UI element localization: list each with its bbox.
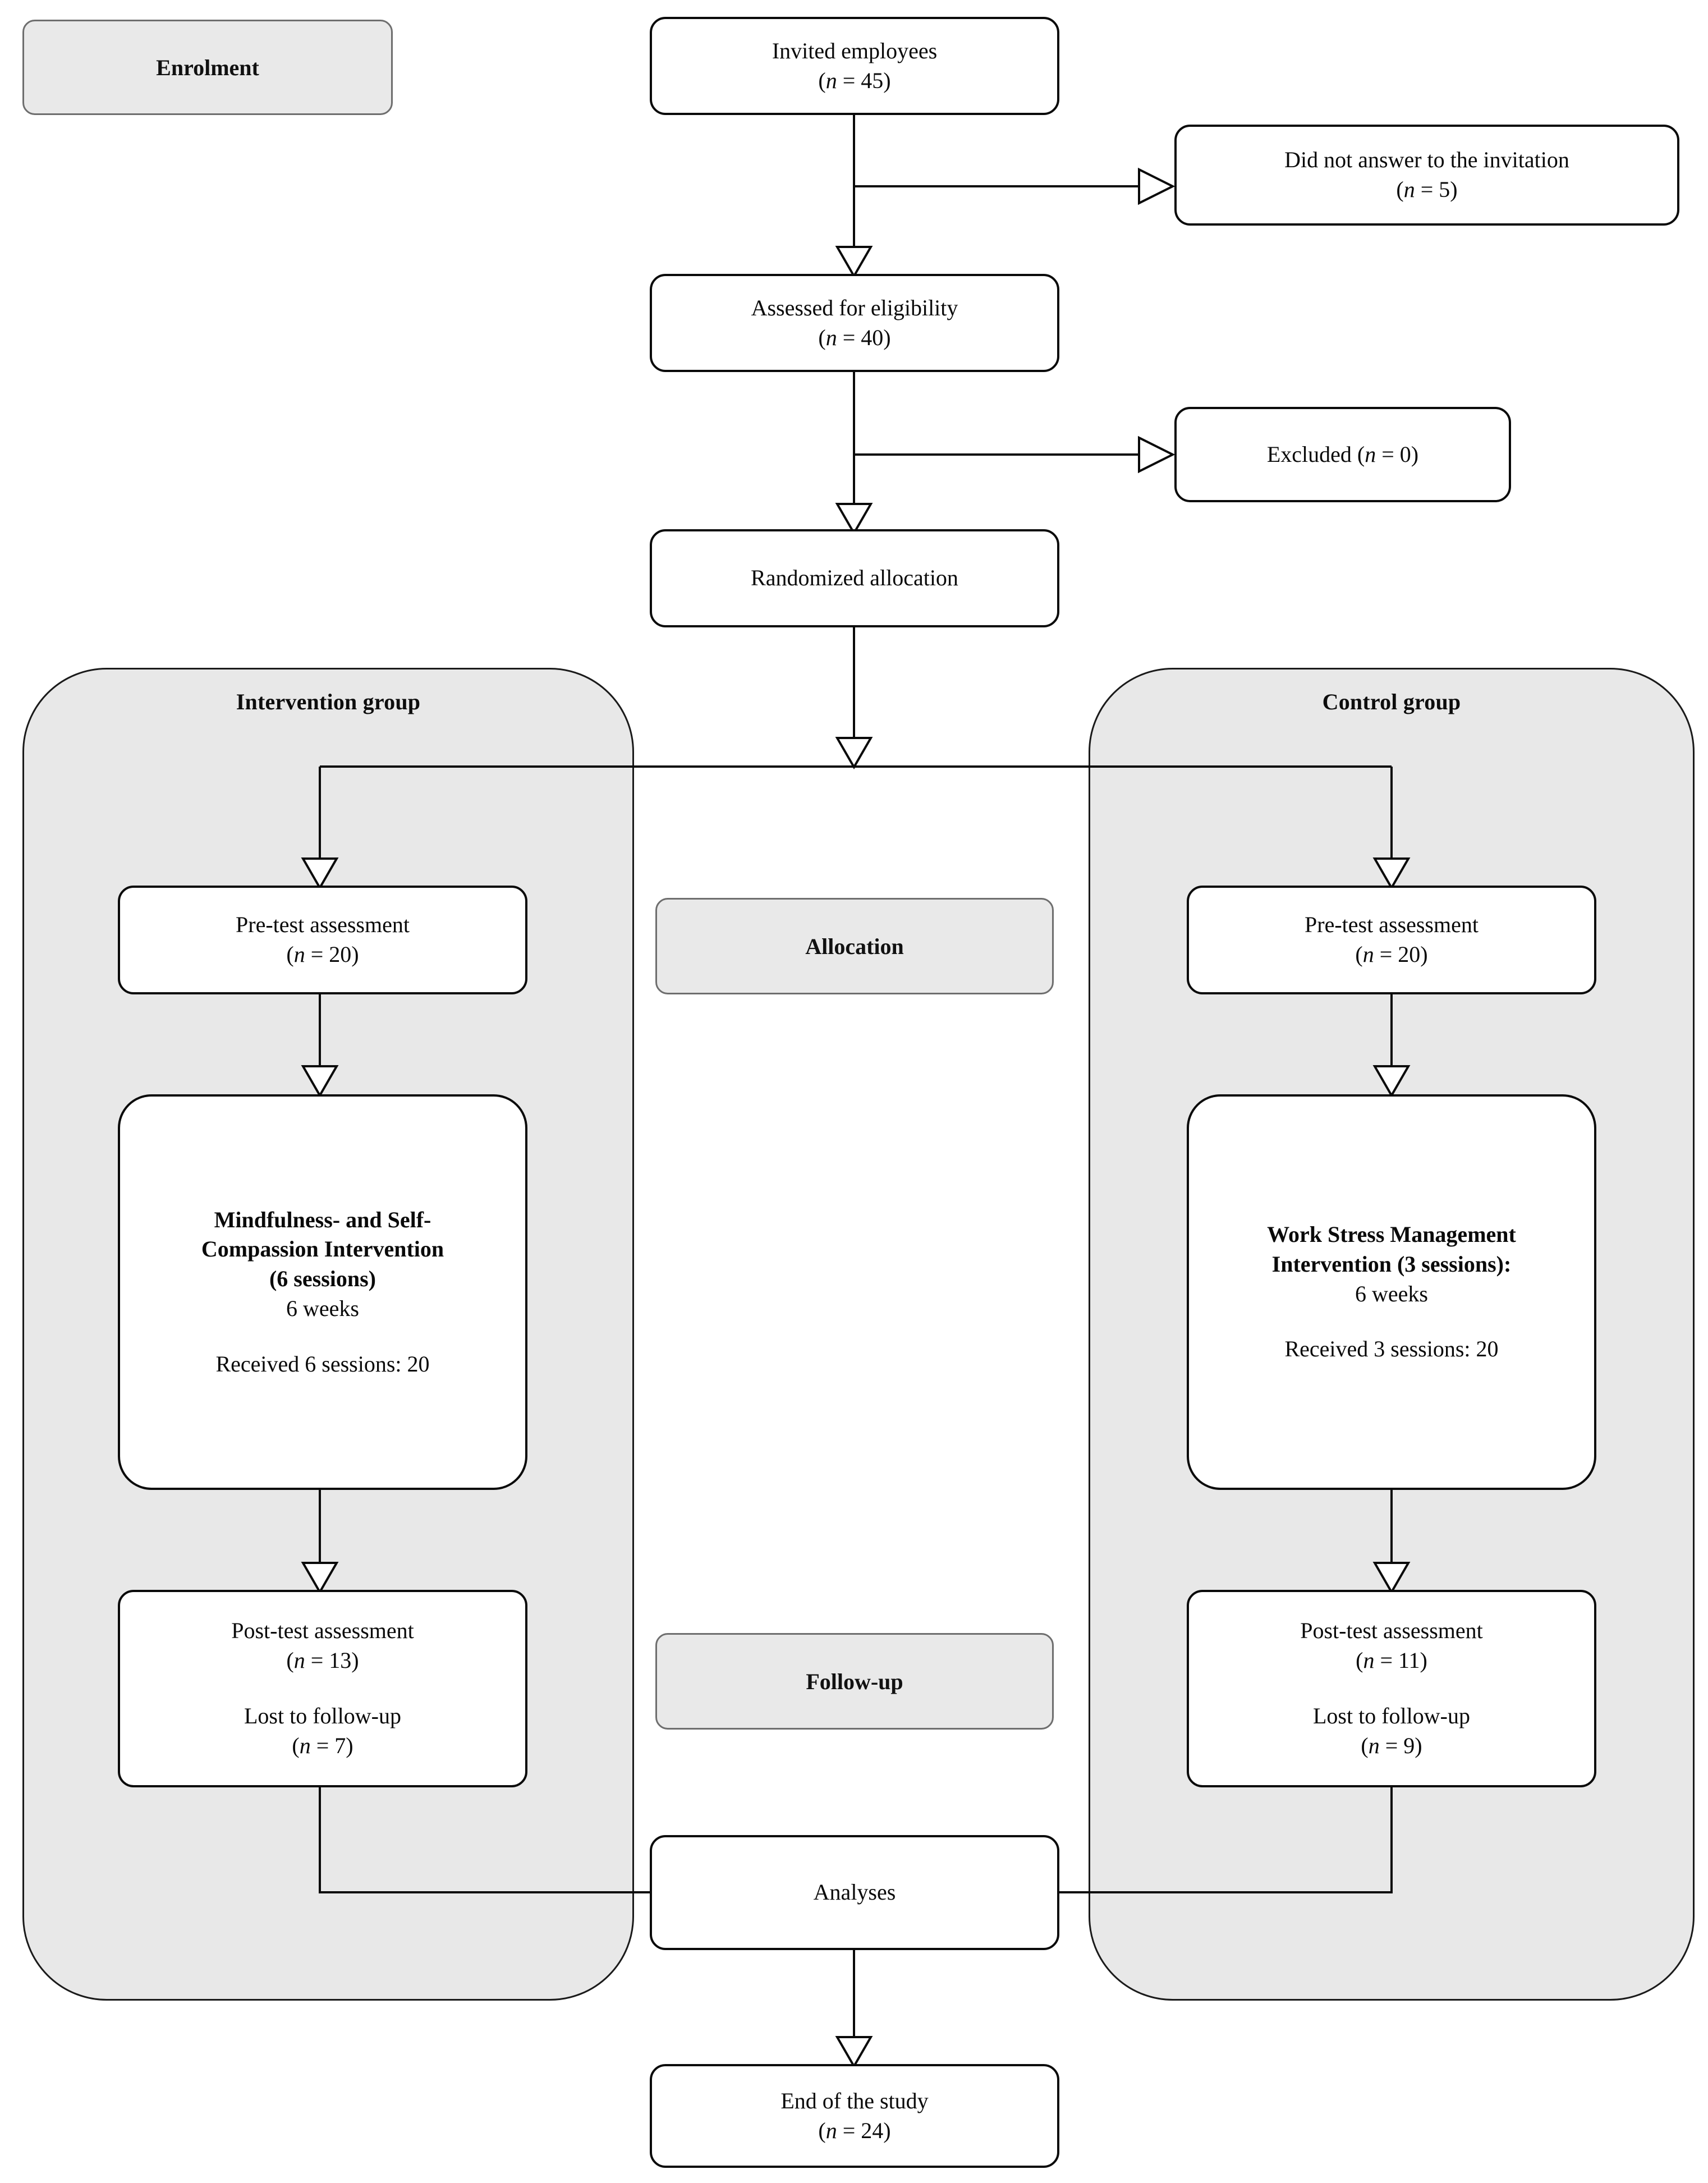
box-end-of-study-label: End of the study xyxy=(780,2088,929,2113)
arrowhead-excluded xyxy=(1138,435,1176,474)
stage-label-allocation: Allocation xyxy=(655,898,1054,994)
box-assessed-eligibility-count: (n = 40) xyxy=(818,324,891,350)
stage-label-enrolment-text: Enrolment xyxy=(156,54,259,80)
box-intervention-program-duration: 6 weeks xyxy=(286,1295,359,1321)
box-did-not-answer-count: (n = 5) xyxy=(1396,177,1458,202)
box-invited-employees-count: (n = 45) xyxy=(818,67,891,93)
box-pretest-control-count: (n = 20) xyxy=(1355,942,1428,967)
box-did-not-answer: Did not answer to the invitation (n = 5) xyxy=(1174,125,1679,226)
box-posttest-control-lost-count: (n = 9) xyxy=(1361,1732,1422,1758)
box-assessed-eligibility-label: Assessed for eligibility xyxy=(751,295,958,320)
box-analyses-label: Analyses xyxy=(813,1879,896,1905)
box-control-program-received: Received 3 sessions: 20 xyxy=(1284,1336,1499,1362)
box-assessed-eligibility: Assessed for eligibility (n = 40) xyxy=(650,274,1059,372)
box-end-of-study: End of the study (n = 24) xyxy=(650,2064,1059,2168)
box-did-not-answer-label: Did not answer to the invitation xyxy=(1284,147,1569,173)
box-control-program: Work Stress Management Intervention (3 s… xyxy=(1187,1094,1596,1490)
box-posttest-control-count: (n = 11) xyxy=(1356,1648,1427,1673)
box-control-program-title-2: Intervention (3 sessions): xyxy=(1271,1251,1512,1277)
arrowhead-eligibility xyxy=(835,246,873,279)
box-pretest-intervention: Pre-test assessment (n = 20) xyxy=(118,886,527,994)
box-randomized-allocation: Randomized allocation xyxy=(650,529,1059,627)
box-intervention-program-title-2: Compassion Intervention xyxy=(201,1236,444,1262)
box-pretest-intervention-count: (n = 20) xyxy=(286,942,359,967)
box-posttest-intervention: Post-test assessment (n = 13) Lost to fo… xyxy=(118,1590,527,1787)
box-intervention-program: Mindfulness- and Self- Compassion Interv… xyxy=(118,1094,527,1490)
box-invited-employees-label: Invited employees xyxy=(772,38,938,63)
stage-label-enrolment: Enrolment xyxy=(22,20,393,115)
box-posttest-intervention-count: (n = 13) xyxy=(286,1648,359,1673)
box-intervention-program-title-3: (6 sessions) xyxy=(269,1266,377,1292)
box-posttest-control-label: Post-test assessment xyxy=(1300,1618,1483,1644)
intervention-group-title: Intervention group xyxy=(236,689,421,714)
arrowhead-noanswer xyxy=(1138,167,1176,205)
box-control-program-duration: 6 weeks xyxy=(1355,1281,1428,1306)
arrowhead-allocation-split xyxy=(835,737,873,770)
stage-label-allocation-text: Allocation xyxy=(805,933,904,959)
box-posttest-intervention-lost-label: Lost to follow-up xyxy=(244,1703,401,1728)
box-intervention-program-title-1: Mindfulness- and Self- xyxy=(214,1207,431,1232)
box-analyses: Analyses xyxy=(650,1835,1059,1950)
box-intervention-program-received: Received 6 sessions: 20 xyxy=(215,1351,430,1377)
box-posttest-intervention-lost-count: (n = 7) xyxy=(292,1732,353,1758)
box-posttest-control-lost-label: Lost to follow-up xyxy=(1313,1703,1470,1728)
box-posttest-control: Post-test assessment (n = 11) Lost to fo… xyxy=(1187,1590,1596,1787)
box-pretest-control-label: Pre-test assessment xyxy=(1305,912,1479,938)
box-end-of-study-count: (n = 24) xyxy=(818,2117,891,2143)
stage-label-followup-text: Follow-up xyxy=(806,1668,903,1694)
box-pretest-control: Pre-test assessment (n = 20) xyxy=(1187,886,1596,994)
box-posttest-intervention-label: Post-test assessment xyxy=(231,1618,414,1644)
box-pretest-intervention-label: Pre-test assessment xyxy=(236,912,410,938)
box-randomized-allocation-label: Randomized allocation xyxy=(751,565,958,591)
box-control-program-title-1: Work Stress Management xyxy=(1267,1221,1516,1247)
box-excluded-label: Excluded (n = 0) xyxy=(1266,441,1419,467)
box-invited-employees: Invited employees (n = 45) xyxy=(650,17,1059,115)
box-excluded: Excluded (n = 0) xyxy=(1174,407,1511,502)
control-group-title: Control group xyxy=(1322,689,1461,714)
arrowhead-end-of-study xyxy=(835,2036,873,2069)
stage-label-followup: Follow-up xyxy=(655,1633,1054,1730)
